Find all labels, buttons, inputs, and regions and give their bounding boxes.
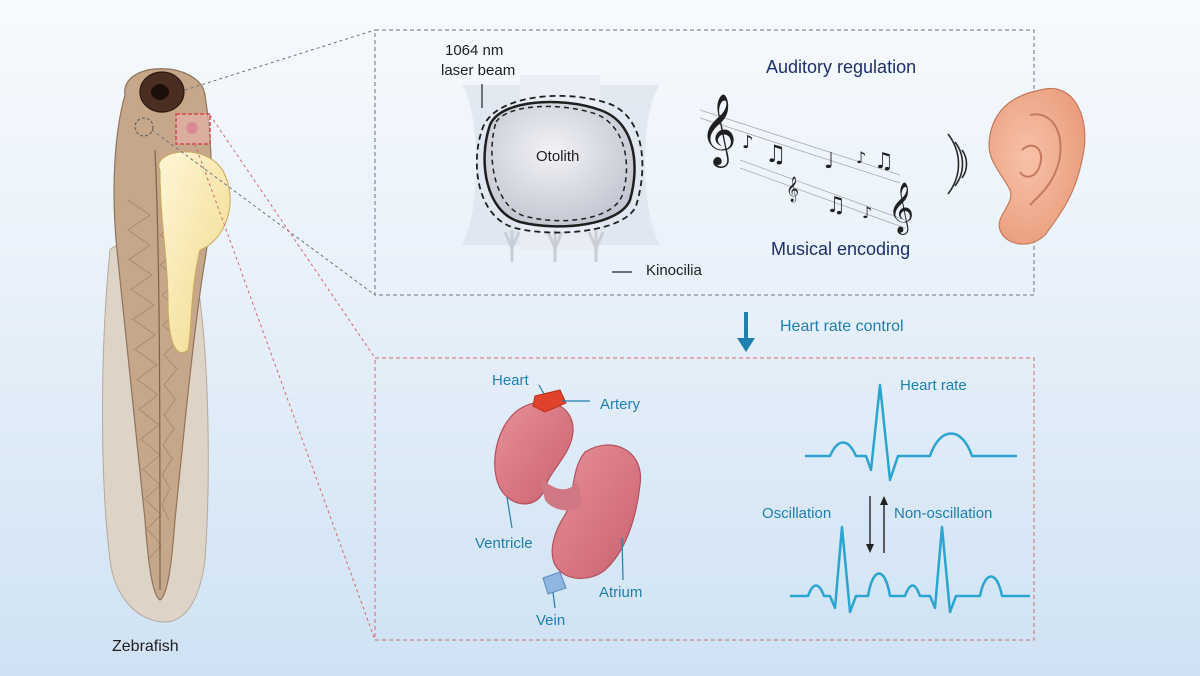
auditory-regulation-label: Auditory regulation xyxy=(766,57,917,77)
sound-waves-icon xyxy=(947,133,968,195)
note-icon: ♫ xyxy=(826,193,846,218)
heart-illustration xyxy=(494,384,642,609)
zebrafish-label: Zebrafish xyxy=(112,638,179,655)
heart-rate-control-label: Heart rate control xyxy=(780,318,904,335)
fish-eye-pupil xyxy=(151,84,169,100)
fish-yolk xyxy=(158,151,231,353)
zebrafish-illustration xyxy=(102,68,231,623)
fish-heart-spot xyxy=(186,122,198,134)
oscillation-label: Oscillation xyxy=(762,505,832,522)
oscillation-toggle-arrows xyxy=(866,496,888,553)
ventricle-label: Ventricle xyxy=(475,535,533,552)
heart-rate-control-arrow xyxy=(737,312,755,352)
heart-connector xyxy=(540,478,582,511)
otolith-outline-dashed-2 xyxy=(491,105,628,222)
note-icon: ♪ xyxy=(742,132,754,153)
ecg-trace-normal xyxy=(805,383,1017,482)
heart-artery xyxy=(532,389,567,413)
fish-heart-marker xyxy=(175,113,211,145)
note-icon: ♩ xyxy=(824,149,834,174)
fish-spine xyxy=(154,149,161,591)
ecg-traces xyxy=(790,383,1030,614)
atrium-label: Atrium xyxy=(599,584,643,601)
heart-atrium xyxy=(551,444,642,579)
note-icon: ♫ xyxy=(765,140,787,168)
note-icon: ♪ xyxy=(856,148,866,167)
laser-label-line1: 1064 nm xyxy=(445,42,504,59)
heart-label: Heart xyxy=(492,372,529,389)
kinocilia-group xyxy=(503,230,605,262)
musical-encoding-label: Musical encoding xyxy=(771,239,911,259)
note-icon: ♪ xyxy=(862,203,872,222)
non-oscillation-label: Non-oscillation xyxy=(894,505,993,522)
treble-clef-right-icon: 𝄞 xyxy=(888,182,914,235)
otolith-shape xyxy=(483,100,636,228)
heart-rate-label: Heart rate xyxy=(900,377,967,394)
ear-icon xyxy=(988,87,1086,245)
ecg-trace-oscillation xyxy=(790,525,1030,614)
heart-leaders xyxy=(506,384,624,609)
music-notes: 𝄞 𝄞 𝄞 ♪ ♫ ♩ ♪ ♫ ♫ ♪ xyxy=(699,92,914,235)
fish-ear-marker xyxy=(134,117,154,137)
staff-lines xyxy=(699,109,906,229)
zoom-connectors xyxy=(151,29,376,641)
treble-clef-small-icon: 𝄞 xyxy=(786,176,799,202)
kinocilia-label: Kinocilia xyxy=(646,262,702,279)
treble-clef-icon: 𝄞 xyxy=(700,92,737,168)
note-icon: ♫ xyxy=(874,149,894,174)
laser-label-line2: laser beam xyxy=(441,62,516,79)
vein-label: Vein xyxy=(536,612,566,629)
otolith-label: Otolith xyxy=(536,148,580,165)
artery-label: Artery xyxy=(600,396,641,413)
heart-vein xyxy=(542,571,567,595)
heart-panel xyxy=(374,357,1035,641)
heart-ventricle xyxy=(494,401,574,505)
